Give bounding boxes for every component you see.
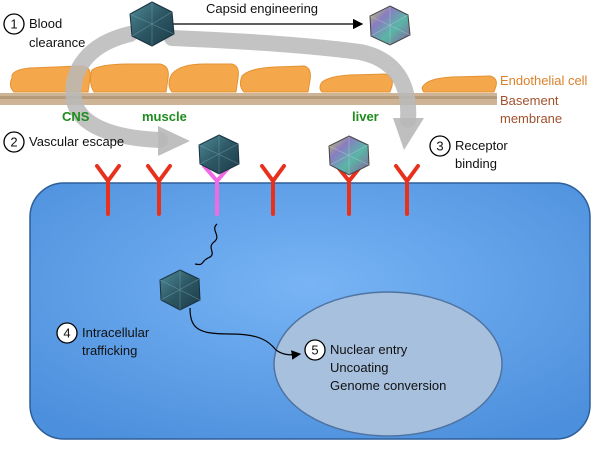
capsid-bound-icon <box>198 134 240 175</box>
trafficking-arrow <box>189 307 302 360</box>
arrow-receptor-binding <box>164 30 417 128</box>
internalized-capsid-icon <box>159 269 201 311</box>
receptor <box>95 164 121 216</box>
svg-text:2: 2 <box>10 135 17 150</box>
basement-label-line-1: Basement <box>500 93 559 108</box>
engineered-capsid-bound-icon <box>328 135 370 176</box>
svg-text:4: 4 <box>63 326 70 341</box>
receptor <box>146 164 172 216</box>
endothelial-cell-label: Endothelial cell <box>500 73 588 88</box>
basement-label-line-2: membrane <box>500 111 562 126</box>
step-4-line-2: trafficking <box>82 343 137 358</box>
step-3-line-2: binding <box>455 156 497 171</box>
receptor <box>394 164 420 216</box>
step-5-line-1: Nuclear entry <box>330 342 408 357</box>
svg-text:3: 3 <box>436 139 443 154</box>
step-number-2: 2 <box>3 131 25 153</box>
step-number-1: 1 <box>3 13 25 35</box>
pathway-arrows <box>65 26 424 156</box>
tissue-cns: CNS <box>62 109 90 124</box>
step-number-4: 4 <box>56 322 78 344</box>
step-1-line-2: clearance <box>29 35 85 50</box>
receptor <box>260 164 286 216</box>
step-number-3: 3 <box>429 135 451 157</box>
genome-squiggle <box>194 223 218 266</box>
svg-text:5: 5 <box>311 343 318 358</box>
step-5-line-3: Genome conversion <box>330 378 446 393</box>
step-5-line-2: Uncoating <box>330 360 389 375</box>
step-2-label: Vascular escape <box>29 134 124 149</box>
capsid-icon <box>129 1 175 47</box>
nucleus <box>273 291 503 437</box>
endothelial-layer <box>9 63 497 93</box>
arrow-vascular-escape <box>65 26 168 148</box>
engineered-capsid-icon <box>369 5 411 46</box>
step-3-line-1: Receptor <box>455 138 508 153</box>
step-1-line-1: Blood <box>29 16 62 31</box>
svg-text:1: 1 <box>10 17 17 32</box>
tissue-muscle: muscle <box>142 109 187 124</box>
step-4-line-1: Intracellular <box>82 325 150 340</box>
step-number-5: 5 <box>304 339 326 361</box>
tissue-liver: liver <box>352 109 379 124</box>
capsid-engineering-label: Capsid engineering <box>206 1 318 16</box>
